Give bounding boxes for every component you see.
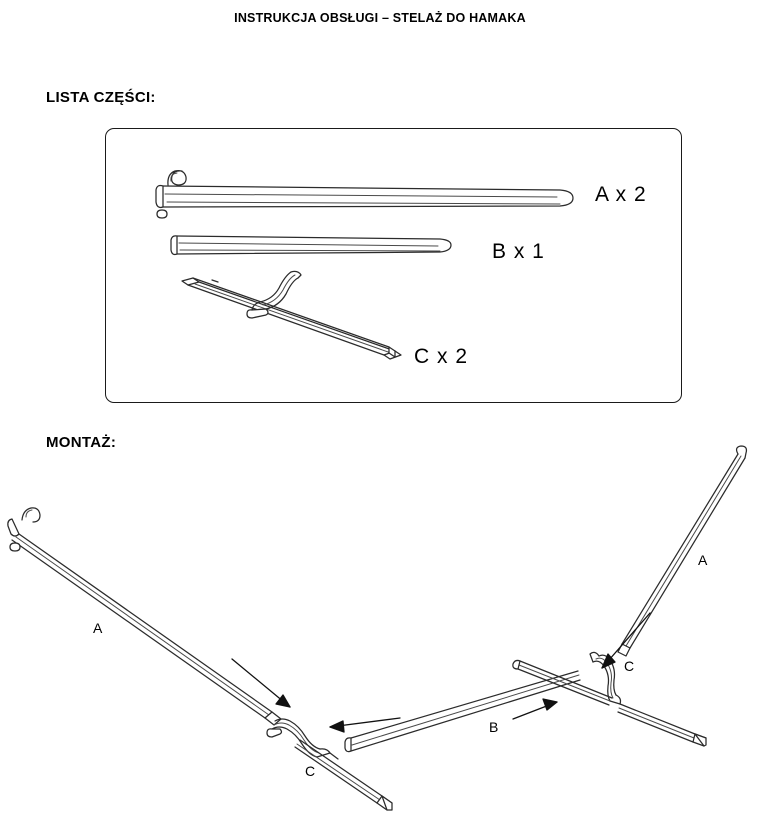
parts-list-heading: LISTA CZĘŚCI: xyxy=(46,89,156,106)
part-c-drawing xyxy=(181,270,402,360)
assembly-callout-a-left: A xyxy=(93,620,103,636)
part-c-quantity-label: C x 2 xyxy=(414,345,469,368)
assembly-arrow-b-left xyxy=(329,717,401,733)
assembly-foot-c-left xyxy=(266,718,393,811)
assembly-foot-c-right xyxy=(512,651,707,747)
part-a-drawing xyxy=(155,170,574,219)
part-b-quantity-label: B x 1 xyxy=(492,240,545,263)
assembly-illustration xyxy=(7,445,748,811)
assembly-pole-b xyxy=(344,670,581,753)
assembly-callout-c-left: C xyxy=(305,763,316,779)
assembly-callout-b: B xyxy=(489,719,499,735)
assembly-pole-a-right xyxy=(617,445,748,657)
assembly-callout-c-right: C xyxy=(624,658,635,674)
assembly-arrow-a-left xyxy=(231,658,291,708)
assembly-callout-a-right: A xyxy=(698,552,708,568)
assembly-heading: MONTAŻ: xyxy=(46,434,117,451)
assembly-arrow-a-right xyxy=(601,612,651,669)
parts-list-illustration xyxy=(155,170,574,360)
assembly-pole-a-left xyxy=(7,507,282,726)
part-a-quantity-label: A x 2 xyxy=(595,183,647,206)
page-title: INSTRUKCJA OBSŁUGI – STELAŻ DO HAMAKA xyxy=(234,11,526,25)
part-b-drawing xyxy=(170,235,452,256)
assembly-arrow-b-right xyxy=(512,698,558,720)
parts-list-box xyxy=(105,128,682,403)
